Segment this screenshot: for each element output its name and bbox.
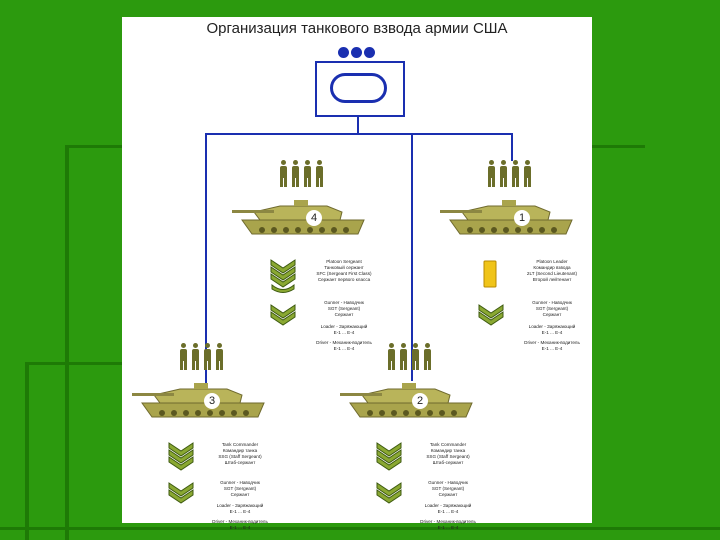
rank-dot <box>364 47 375 58</box>
rank-insignia-sgt <box>478 304 504 326</box>
soldier-icon <box>192 343 199 370</box>
tank-number: 2 <box>412 393 428 409</box>
bg-line <box>65 145 69 540</box>
hq-stem <box>357 115 359 133</box>
rank-dots <box>338 45 377 63</box>
rank-insignia-sgt <box>270 304 296 326</box>
soldier-icon <box>316 160 323 187</box>
tank-icon <box>340 383 473 418</box>
hq-bar <box>205 133 512 135</box>
rank-insignia-ssg <box>376 442 402 471</box>
soldier-icon <box>500 160 507 187</box>
tank-number: 4 <box>306 210 322 226</box>
connector-line <box>411 133 413 381</box>
soldier-icon <box>180 343 187 370</box>
soldier-icon <box>400 343 407 370</box>
rank-insignia-sgt <box>376 482 402 504</box>
bg-line <box>0 527 720 530</box>
rank-dot <box>338 47 349 58</box>
soldier-icon <box>292 160 299 187</box>
platoon-hq-symbol <box>315 61 405 117</box>
soldier-icon <box>388 343 395 370</box>
soldier-icon <box>412 343 419 370</box>
soldier-icon <box>280 160 287 187</box>
connector-line <box>205 133 207 384</box>
page-title: Организация танкового взвода армии США <box>206 20 508 37</box>
soldier-icon <box>512 160 519 187</box>
rank-dot <box>351 47 362 58</box>
rank-insignia-ssg <box>168 442 194 471</box>
connector-line <box>511 133 513 161</box>
soldier-icon <box>204 343 211 370</box>
rank-insignia-2lt <box>483 260 497 288</box>
bg-line <box>25 362 125 365</box>
tank-number: 1 <box>514 210 530 226</box>
soldier-icon <box>488 160 495 187</box>
tank-icon <box>232 200 365 235</box>
rank-insignia-sfc <box>270 259 296 293</box>
soldier-icon <box>524 160 531 187</box>
soldier-icon <box>424 343 431 370</box>
tank-icon <box>132 383 265 418</box>
armor-oval <box>330 73 387 103</box>
soldier-icon <box>216 343 223 370</box>
soldier-icon <box>304 160 311 187</box>
bg-line <box>25 362 29 540</box>
tank-number: 3 <box>204 393 220 409</box>
diagram-slide: Организация танкового взвода армии США 4 <box>122 17 592 530</box>
rank-insignia-sgt <box>168 482 194 504</box>
